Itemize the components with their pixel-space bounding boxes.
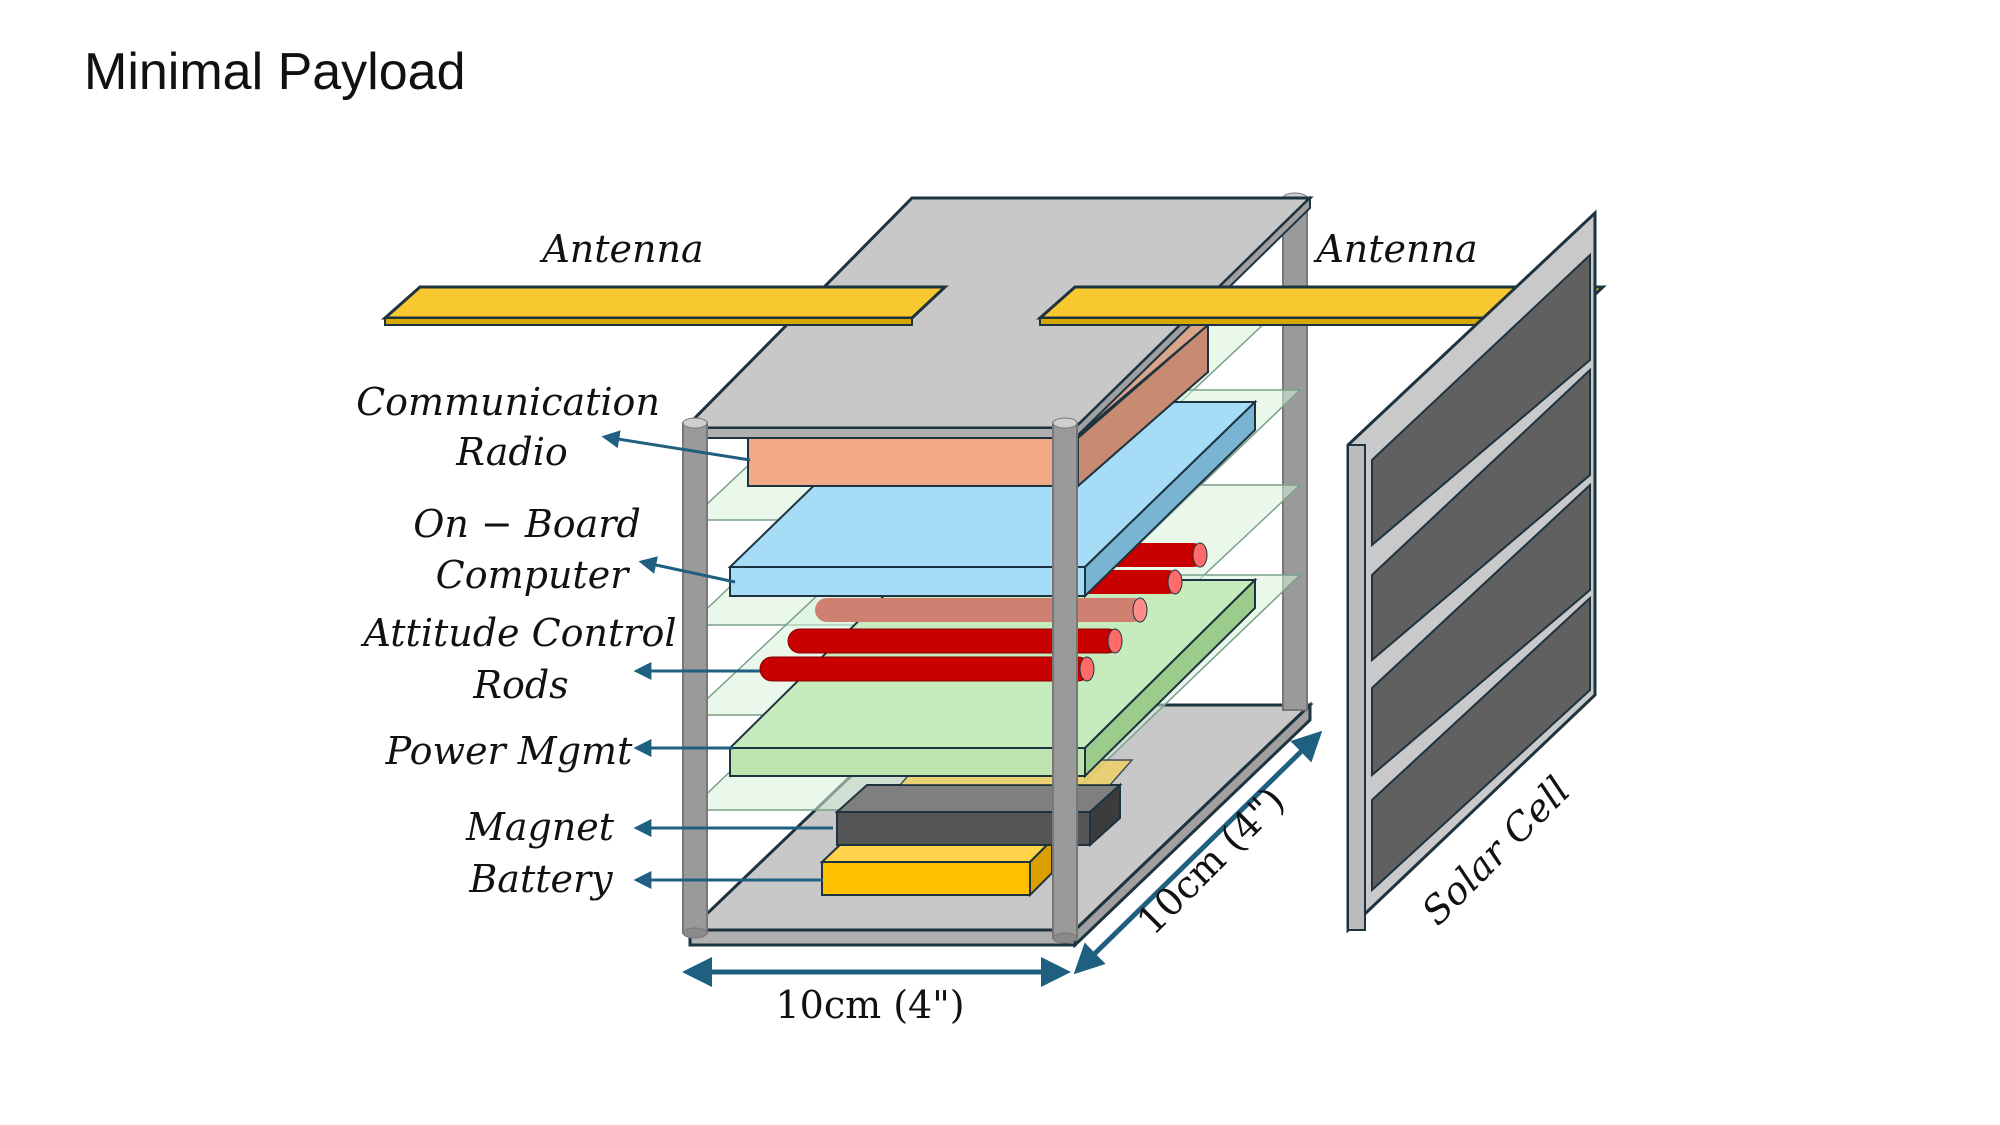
comm-radio-label-line1: Communication [356, 380, 660, 424]
back-rail [1282, 192, 1308, 711]
antenna-left-label: Antenna [539, 227, 703, 271]
antenna-left [381, 285, 949, 326]
page-title: Minimal Payload [84, 43, 466, 101]
solar-panel [1346, 209, 1597, 934]
battery-module [819, 837, 1055, 898]
leader-arrows [601, 430, 833, 889]
comm-radio-label-line2: Radio [455, 430, 568, 474]
power-mgmt-label: Power Mgmt [385, 729, 633, 773]
battery-label: Battery [468, 857, 613, 901]
attitude-control-label-line1: Attitude Control [361, 611, 677, 655]
obc-label-line2: Computer [436, 553, 632, 597]
obc-label-line1: On − Board [413, 502, 641, 546]
width-dimension-label: 10cm (4") [775, 983, 964, 1027]
antenna-right-label: Antenna [1313, 227, 1477, 271]
dimension-arrows [682, 730, 1323, 987]
attitude-control-label-line2: Rods [472, 663, 568, 707]
front-rails [682, 417, 1078, 944]
magnet-label: Magnet [465, 805, 615, 849]
antenna-right [1036, 285, 1607, 326]
solar-cell-rows [1371, 252, 1591, 893]
